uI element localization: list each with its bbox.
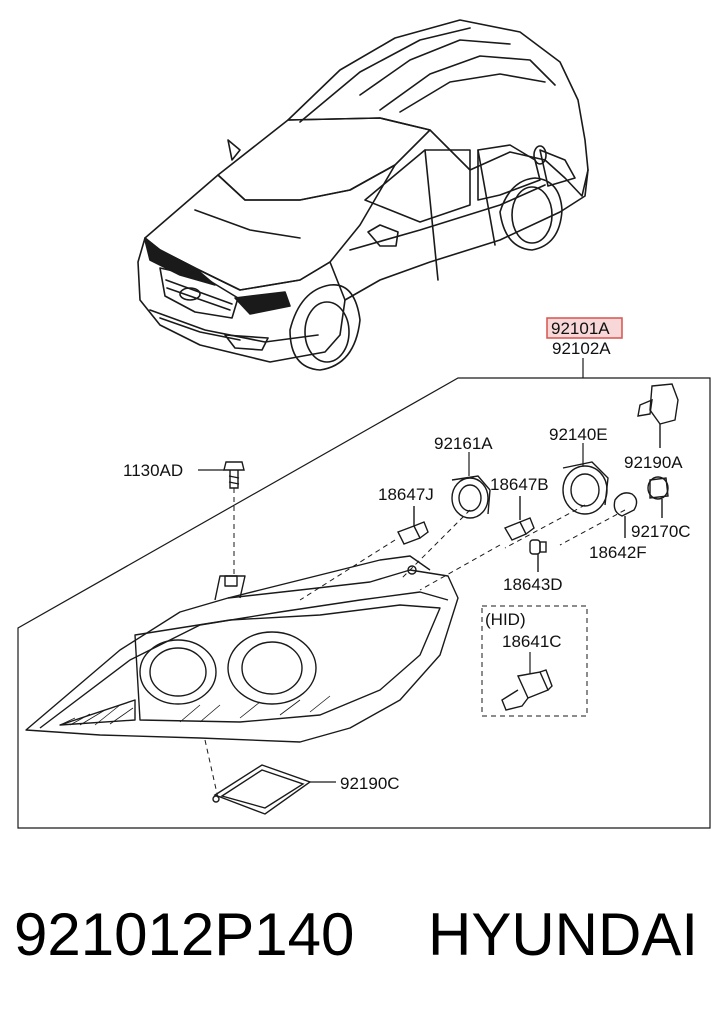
side-socket bbox=[647, 476, 669, 518]
label-cap-low[interactable]: 92161A bbox=[434, 434, 493, 453]
label-socket[interactable]: 92170C bbox=[631, 522, 691, 541]
label-hid-group[interactable]: (HID) bbox=[485, 610, 526, 629]
label-bolt[interactable]: 1130AD bbox=[123, 461, 183, 480]
headlamp-assembly bbox=[25, 555, 459, 743]
label-headlamp-rh[interactable]: 92102A bbox=[552, 339, 611, 358]
leveling-actuator bbox=[637, 383, 679, 448]
hid-ballast bbox=[212, 764, 312, 815]
label-bulb-high[interactable]: 18647B bbox=[490, 475, 549, 494]
label-cap-high[interactable]: 92140E bbox=[549, 425, 608, 444]
vehicle-illustration bbox=[137, 19, 589, 371]
brand-name: HYUNDAI bbox=[428, 901, 699, 968]
label-headlamp-lh[interactable]: 92101A bbox=[551, 319, 610, 338]
label-bulb-low[interactable]: 18647J bbox=[378, 485, 434, 504]
hid-bulb-part bbox=[501, 669, 553, 711]
bulb-position bbox=[529, 539, 547, 572]
bolt-part bbox=[223, 461, 245, 489]
footer: 921012P140 HYUNDAI bbox=[0, 885, 727, 995]
highlight-box bbox=[546, 317, 623, 339]
label-bulb-position[interactable]: 18643D bbox=[503, 575, 563, 594]
label-side-bulb[interactable]: 18642F bbox=[589, 543, 647, 562]
headlamp-parts-diagram: 92101A 92102A bbox=[17, 19, 711, 829]
label-actuator[interactable]: 92190A bbox=[624, 453, 683, 472]
dashed-leaders bbox=[204, 488, 626, 799]
label-hid-bulb[interactable]: 18641C bbox=[502, 632, 562, 651]
label-ballast[interactable]: 92190C bbox=[340, 774, 400, 793]
dust-cap-high bbox=[562, 461, 609, 515]
bulb-low-beam bbox=[397, 506, 429, 545]
assembly-frame bbox=[17, 377, 711, 829]
dust-cap-low bbox=[451, 475, 491, 519]
side-bulb bbox=[613, 492, 638, 538]
part-number: 921012P140 bbox=[14, 901, 355, 968]
bulb-high-beam bbox=[503, 496, 535, 541]
